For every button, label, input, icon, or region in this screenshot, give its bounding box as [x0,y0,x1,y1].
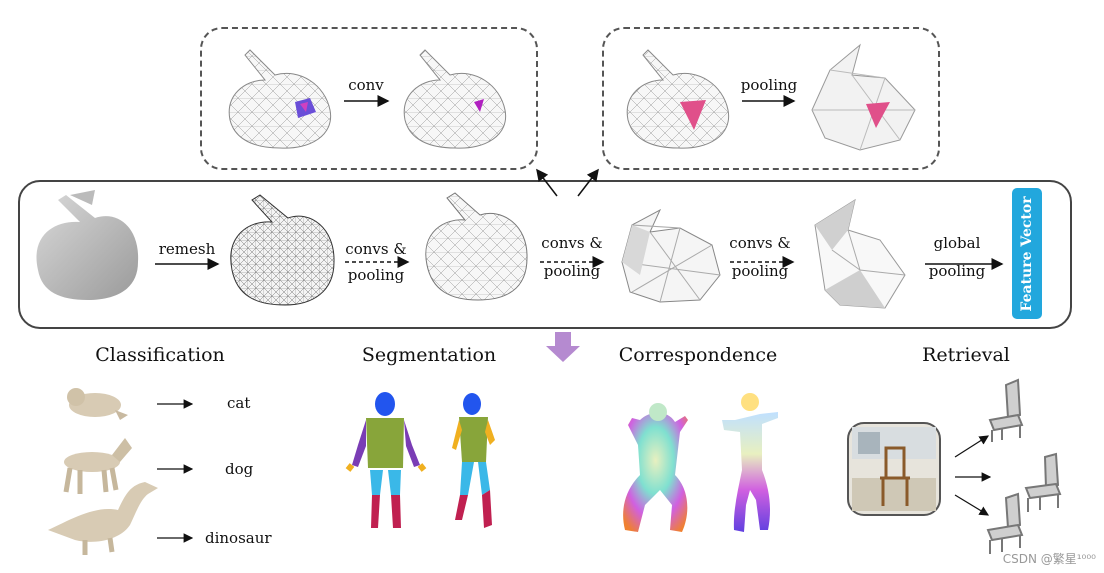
feature-vector-box: Feature Vector [1012,188,1042,319]
step2-label-2: pooling [347,266,405,284]
pooling-detail-frame [602,27,940,170]
watermark: CSDN @繁星¹⁰⁰⁰ [1002,552,1096,566]
bunny-pool-after [811,43,916,151]
label-dinosaur: dinosaur [205,529,272,547]
bunny-original [36,190,139,300]
bunny-level-1 [425,192,528,301]
step5-label-2: pooling [928,262,986,280]
retrieved-chair-2 [1024,452,1062,512]
step4-label-2: pooling [731,262,789,280]
dog-shape [63,438,132,494]
segmentation-title: Segmentation [361,344,497,366]
retrieved-chair-3 [986,492,1024,554]
step2-label-1: convs & [345,240,407,258]
bunny-conv-before [228,49,332,149]
segmented-human-2 [452,393,495,528]
bunny-pool-before [626,49,730,149]
bunny-conv-after [403,49,507,149]
bunny-remeshed [230,194,335,306]
correspondence-human-1 [623,403,688,532]
remesh-label: remesh [158,240,216,258]
classification-title: Classification [95,344,225,366]
retrieval-title: Retrieval [922,344,1010,366]
step3-label-2: pooling [543,262,601,280]
label-cat: cat [227,394,251,412]
retrieved-chair-1 [988,378,1024,442]
correspondence-human-2 [722,393,778,532]
chair-photo [847,422,941,516]
correspondence-title: Correspondence [618,344,778,366]
label-dog: dog [225,460,254,478]
pooling-label: pooling [740,76,798,94]
step4-label-1: convs & [729,234,791,252]
bunny-level-3 [814,198,906,309]
step3-label-1: convs & [541,234,603,252]
feature-vector-label: Feature Vector [1019,195,1035,312]
bunny-level-2 [621,208,721,303]
step5-label-1: global [933,234,981,252]
segmented-human-1 [345,392,427,528]
conv-detail-frame [200,27,538,170]
conv-label: conv [348,76,384,94]
down-arrow [546,332,580,362]
cat-shape [67,388,128,420]
dinosaur-shape [48,482,158,555]
